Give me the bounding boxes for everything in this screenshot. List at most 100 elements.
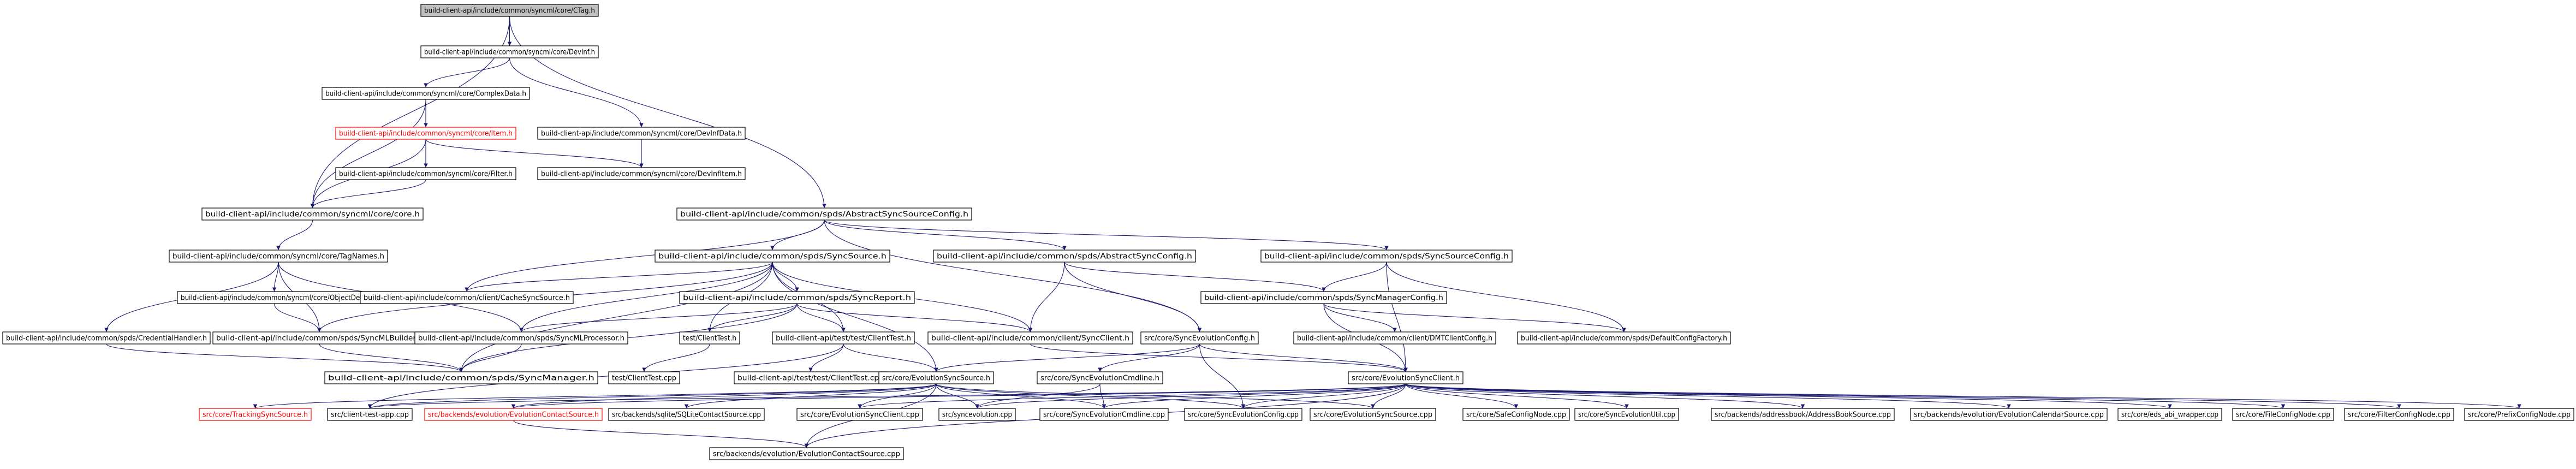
node-ctag[interactable]: build-client-api/include/common/syncml/c…: [420, 4, 599, 17]
node-box[interactable]: [420, 4, 599, 17]
node-box[interactable]: [1310, 408, 1436, 421]
node-box[interactable]: [1037, 371, 1163, 384]
node-syncmanagercfg[interactable]: build-client-api/include/common/spds/Syn…: [1200, 291, 1447, 304]
node-clienttesth[interactable]: test/ClientTest.h: [679, 331, 740, 345]
node-box[interactable]: [933, 250, 1196, 263]
node-box[interactable]: [324, 371, 598, 384]
node-evocmdlineh[interactable]: src/core/SyncEvolutionCmdline.h: [1037, 371, 1163, 384]
node-box[interactable]: [679, 331, 740, 345]
node-abssourcecfg[interactable]: build-client-api/include/common/spds/Abs…: [676, 207, 972, 221]
node-complexdata[interactable]: build-client-api/include/common/syncml/c…: [322, 87, 530, 100]
node-syncclient[interactable]: build-client-api/include/common/client/S…: [927, 331, 1133, 345]
node-sqlitecontact[interactable]: src/backends/sqlite/SQLiteContactSource.…: [608, 408, 765, 421]
node-evosyncclienth[interactable]: src/core/EvolutionSyncClient.h: [1348, 371, 1463, 384]
node-evocontactsourcecpp[interactable]: src/backends/evolution/EvolutionContactS…: [709, 447, 904, 460]
node-box[interactable]: [199, 408, 312, 421]
node-box[interactable]: [608, 408, 765, 421]
node-box[interactable]: [1293, 331, 1496, 345]
node-core[interactable]: build-client-api/include/common/syncml/c…: [201, 207, 424, 221]
edge-evosyncclienth-to-safeconfignode: [1405, 383, 1519, 409]
node-trackingsyncsource[interactable]: src/core/TrackingSyncSource.h: [199, 408, 312, 421]
node-prefixconfignode[interactable]: src/core/PrefixConfigNode.cpp: [2464, 408, 2574, 421]
node-apiclienttesth[interactable]: build-client-api/test/test/ClientTest.h: [772, 331, 915, 345]
node-box[interactable]: [927, 331, 1133, 345]
node-evocontactsourceh[interactable]: src/backends/evolution/EvolutionContactS…: [424, 408, 603, 421]
node-box[interactable]: [537, 167, 746, 180]
node-clienttestcpp[interactable]: test/ClientTest.cpp: [608, 371, 680, 384]
node-syncmanager[interactable]: build-client-api/include/common/spds/Syn…: [324, 371, 598, 384]
node-box[interactable]: [679, 291, 915, 304]
node-box[interactable]: [655, 250, 890, 263]
node-box[interactable]: [1260, 250, 1513, 263]
node-box[interactable]: [796, 408, 923, 421]
node-syncevolutioncpp[interactable]: src/syncevolution.cpp: [938, 408, 1016, 421]
node-box[interactable]: [772, 331, 915, 345]
node-box[interactable]: [709, 447, 904, 460]
node-devinfitem[interactable]: build-client-api/include/common/syncml/c…: [537, 167, 746, 180]
node-box[interactable]: [420, 45, 599, 58]
node-addressbook[interactable]: src/backends/addressbook/AddressBookSour…: [1711, 408, 1895, 421]
node-clienttestapp[interactable]: src/client-test-app.cpp: [327, 408, 413, 421]
node-box[interactable]: [327, 408, 413, 421]
node-fileconfignode[interactable]: src/core/FileConfigNode.cpp: [2232, 408, 2334, 421]
node-box[interactable]: [322, 87, 530, 100]
node-box[interactable]: [1039, 408, 1169, 421]
node-syncsourcecfg[interactable]: build-client-api/include/common/spds/Syn…: [1260, 250, 1513, 263]
node-box[interactable]: [1140, 331, 1259, 345]
node-box[interactable]: [2, 331, 211, 345]
node-box[interactable]: [2464, 408, 2574, 421]
node-box[interactable]: [335, 127, 516, 140]
node-dmtclientcfg[interactable]: build-client-api/include/common/client/D…: [1293, 331, 1496, 345]
node-box[interactable]: [1574, 408, 1679, 421]
node-objectdel[interactable]: build-client-api/include/common/syncml/c…: [177, 291, 372, 304]
node-box[interactable]: [878, 371, 994, 384]
node-box[interactable]: [938, 408, 1016, 421]
node-abssynccfg[interactable]: build-client-api/include/common/spds/Abs…: [933, 250, 1196, 263]
node-box[interactable]: [2344, 408, 2454, 421]
node-cachesyncsource[interactable]: build-client-api/include/common/client/C…: [360, 291, 574, 304]
edge-evosyncclienth-to-addressbook: [1405, 383, 1805, 409]
node-syncmlbuilder[interactable]: build-client-api/include/common/spds/Syn…: [212, 331, 426, 345]
node-box[interactable]: [1200, 291, 1447, 304]
node-box[interactable]: [1348, 371, 1463, 384]
node-filter[interactable]: build-client-api/include/common/syncml/c…: [335, 167, 516, 180]
node-box[interactable]: [676, 207, 972, 221]
node-box[interactable]: [424, 408, 603, 421]
node-devinf[interactable]: build-client-api/include/common/syncml/c…: [420, 45, 599, 58]
node-box[interactable]: [414, 331, 628, 345]
node-evocalendar[interactable]: src/backends/evolution/EvolutionCalendar…: [1910, 408, 2108, 421]
node-evoconfigh[interactable]: src/core/SyncEvolutionConfig.h: [1140, 331, 1259, 345]
node-box[interactable]: [2117, 408, 2222, 421]
node-ebookwrapper[interactable]: src/core/eds_abi_wrapper.cpp: [2117, 408, 2222, 421]
node-item[interactable]: build-client-api/include/common/syncml/c…: [335, 127, 516, 140]
node-evosyncsourcecpp[interactable]: src/core/EvolutionSyncSource.cpp: [1310, 408, 1436, 421]
node-syncsource[interactable]: build-client-api/include/common/spds/Syn…: [655, 250, 890, 263]
node-box[interactable]: [201, 207, 424, 221]
edge-evoconfigh-to-evosyncclienth: [1199, 343, 1408, 372]
node-evosyncclientcpp[interactable]: src/core/EvolutionSyncClient.cpp: [796, 408, 923, 421]
node-syncreport[interactable]: build-client-api/include/common/spds/Syn…: [679, 291, 915, 304]
node-box[interactable]: [608, 371, 680, 384]
node-box[interactable]: [1517, 331, 1731, 345]
node-evocmdlinecpp[interactable]: src/core/SyncEvolutionCmdline.cpp: [1039, 408, 1169, 421]
node-tagnames[interactable]: build-client-api/include/common/syncml/c…: [169, 250, 388, 263]
node-box[interactable]: [169, 250, 388, 263]
node-box[interactable]: [335, 167, 516, 180]
node-syncmlprocessor[interactable]: build-client-api/include/common/spds/Syn…: [414, 331, 628, 345]
node-filterconfignode[interactable]: src/core/FilterConfigNode.cpp: [2344, 408, 2454, 421]
node-box[interactable]: [1711, 408, 1895, 421]
node-safeconfignode[interactable]: src/core/SafeConfigNode.cpp: [1462, 408, 1570, 421]
node-box[interactable]: [360, 291, 574, 304]
node-defaultcfgfactory[interactable]: build-client-api/include/common/spds/Def…: [1517, 331, 1731, 345]
node-box[interactable]: [537, 127, 746, 140]
node-credhandler[interactable]: build-client-api/include/common/spds/Cre…: [2, 331, 211, 345]
node-box[interactable]: [1184, 408, 1302, 421]
node-box[interactable]: [1462, 408, 1570, 421]
node-evoutil[interactable]: src/core/SyncEvolutionUtil.cpp: [1574, 408, 1679, 421]
node-box[interactable]: [2232, 408, 2334, 421]
node-box[interactable]: [1910, 408, 2108, 421]
node-devinfdata[interactable]: build-client-api/include/common/syncml/c…: [537, 127, 746, 140]
node-apiclienttestcpp[interactable]: build-client-api/test/test/ClientTest.cp…: [734, 371, 888, 384]
node-evosyncsourceh[interactable]: src/core/EvolutionSyncSource.h: [878, 371, 994, 384]
node-evoconfigcpp[interactable]: src/core/SyncEvolutionConfig.cpp: [1184, 408, 1302, 421]
